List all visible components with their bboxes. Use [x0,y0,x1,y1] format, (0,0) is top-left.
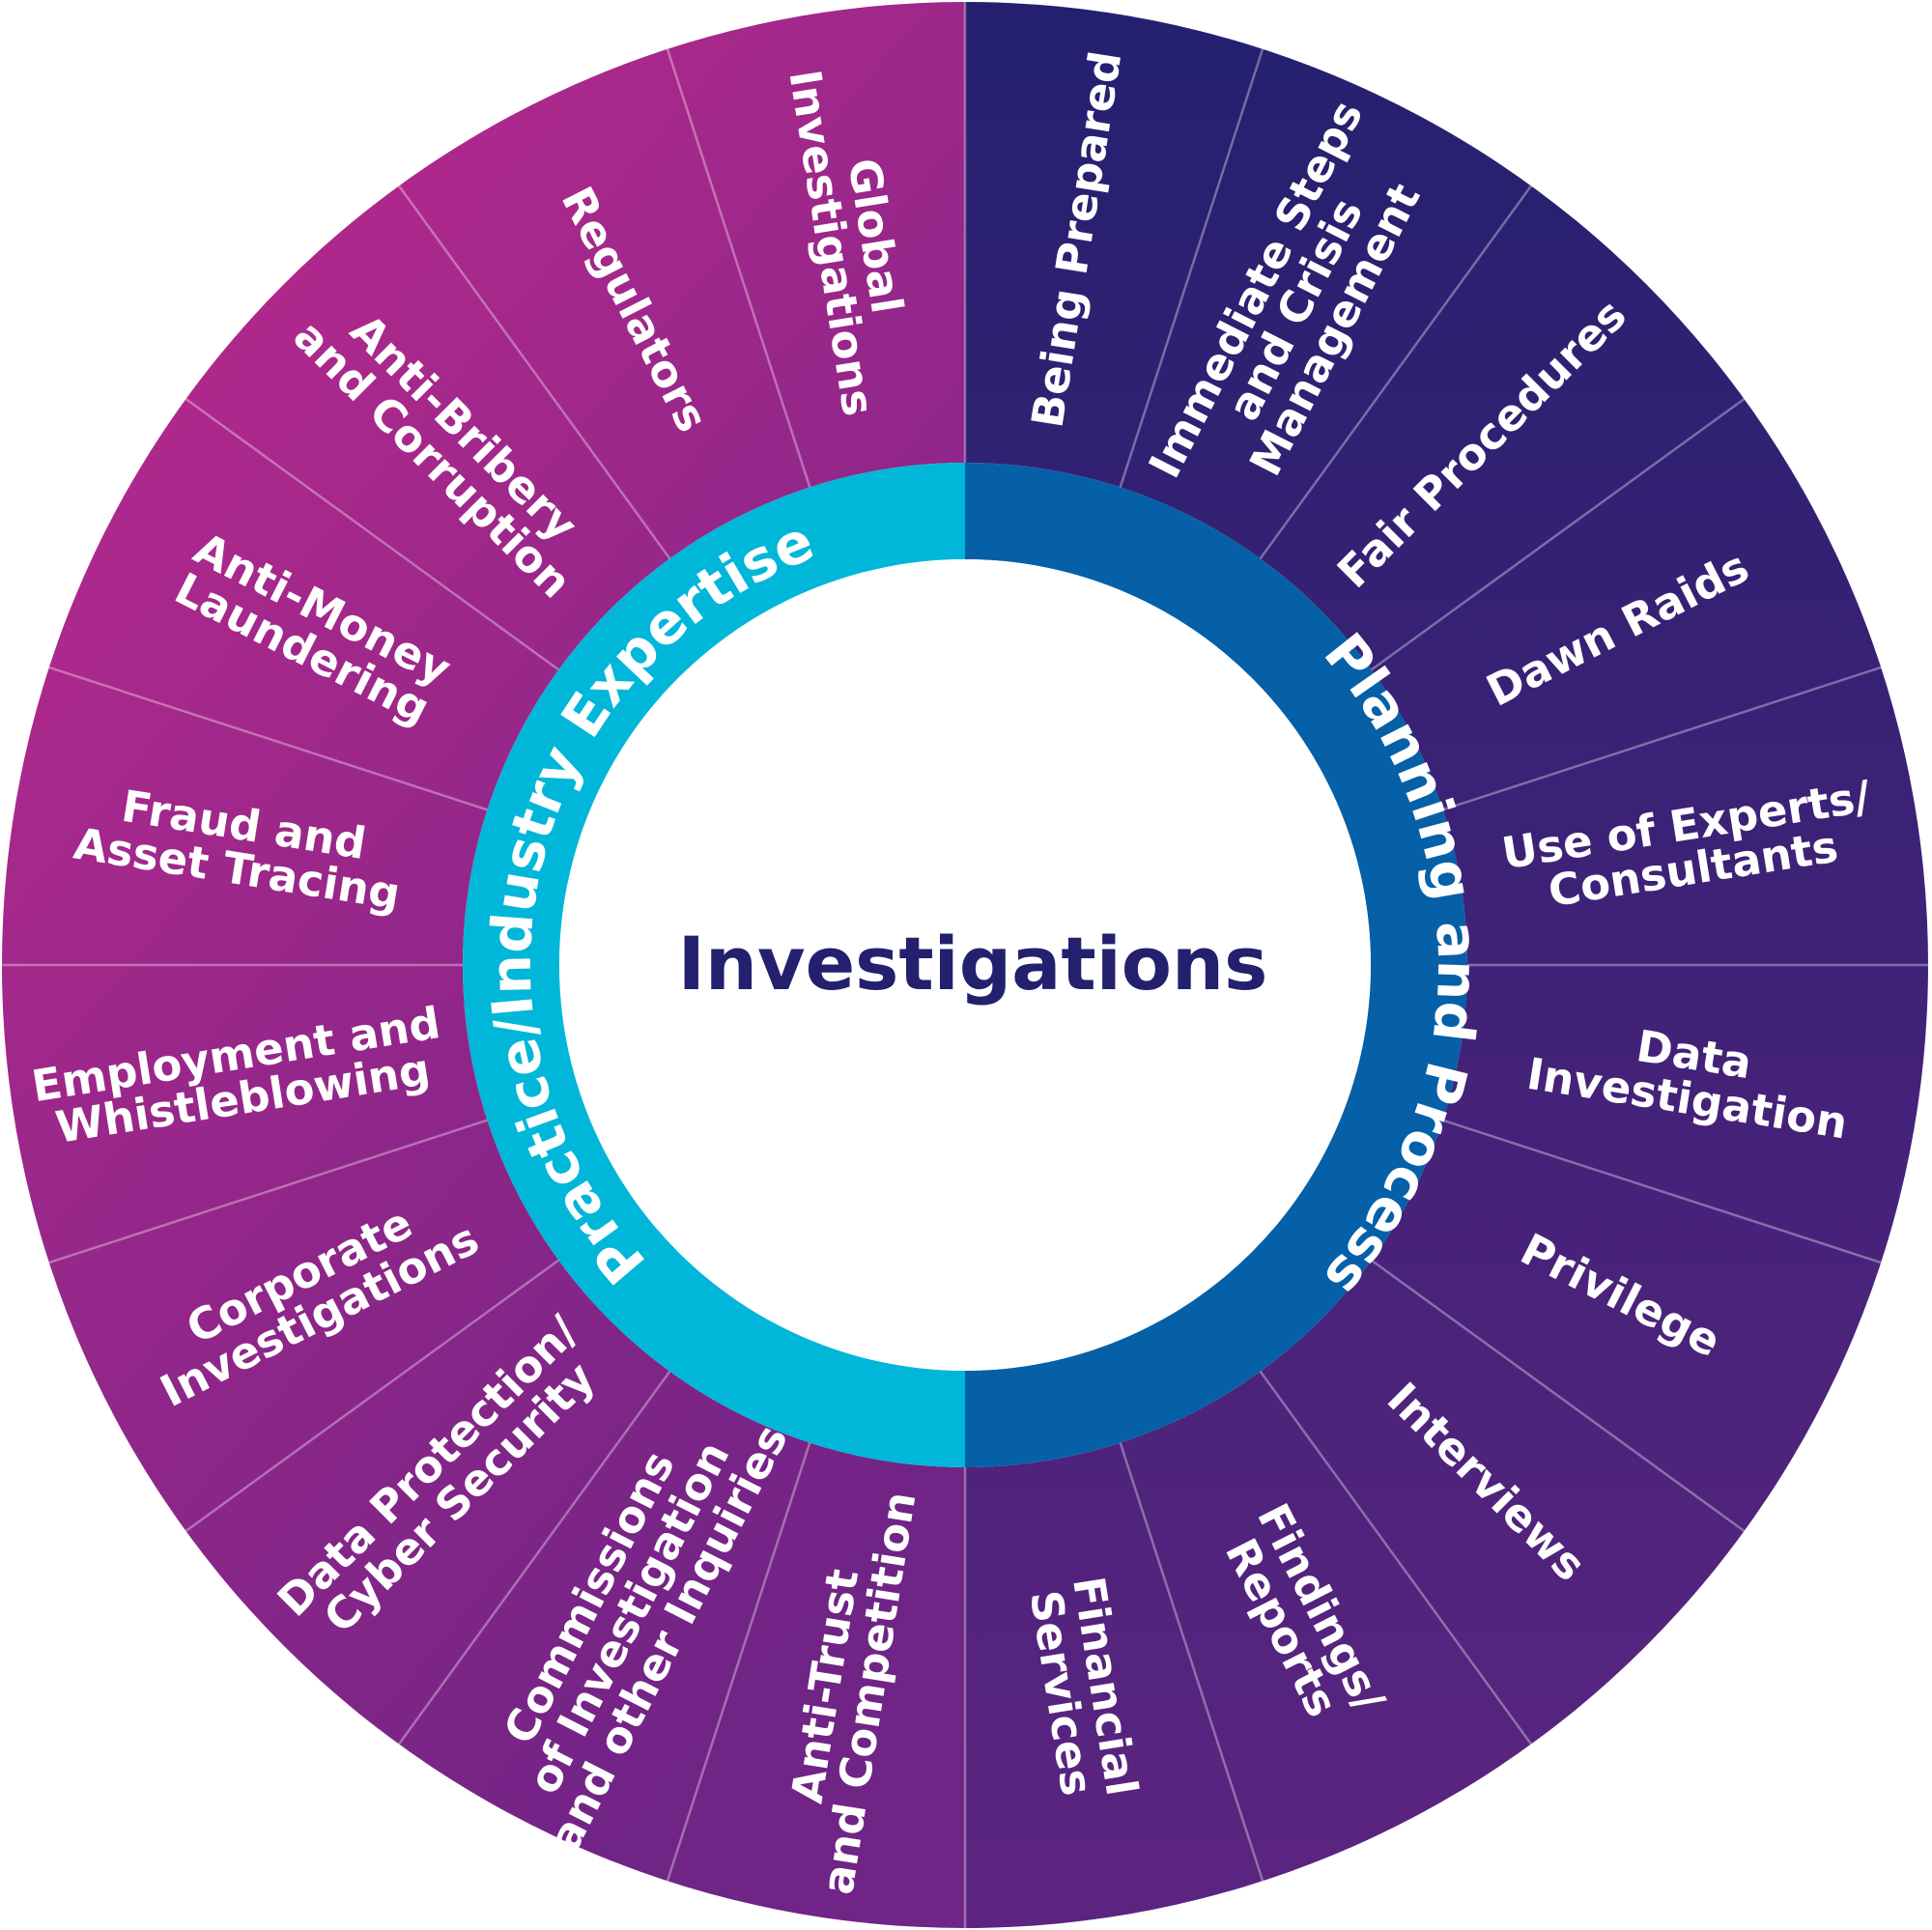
practice-inner-band [463,463,965,1467]
center-title: Investigations [678,921,1268,1007]
planning-inner-band [965,463,1467,1467]
inner-ring [463,463,1467,1467]
planning-outer-band [965,2,1928,1928]
center-disc [559,559,1371,1371]
practice-outer-band [2,2,965,1928]
